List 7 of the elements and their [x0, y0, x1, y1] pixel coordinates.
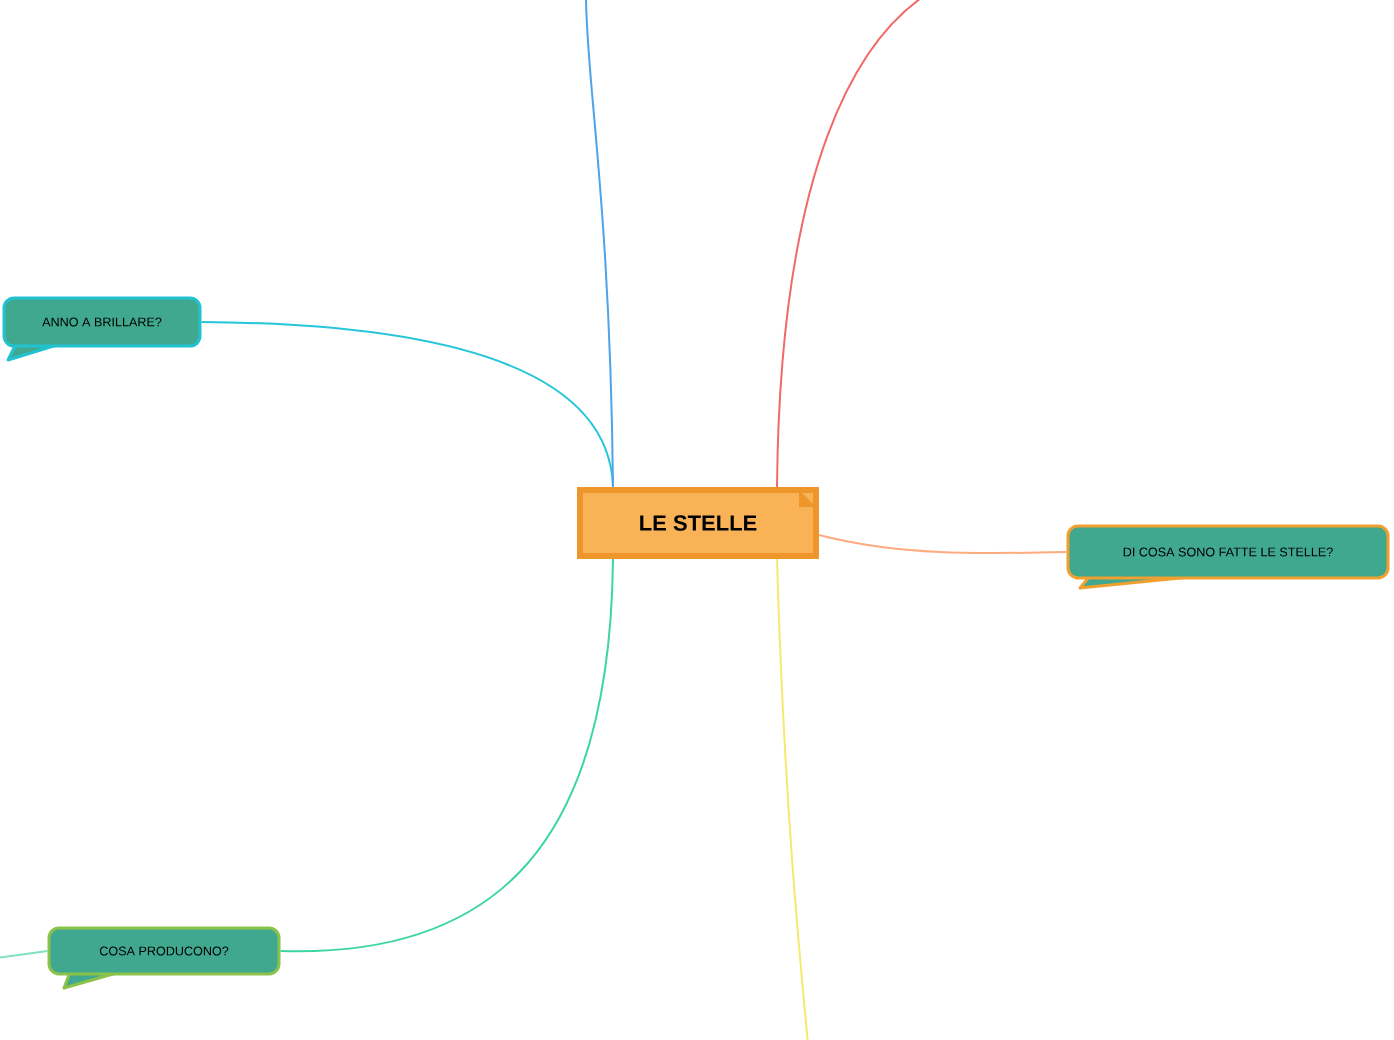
- branch-line: [776, 0, 925, 488]
- branch-line: [279, 558, 614, 952]
- branch-line: [0, 950, 49, 959]
- branch-line: [585, 0, 614, 488]
- branch-line: [776, 558, 809, 1040]
- topic-box: LE STELLE: [577, 487, 819, 559]
- branch-line: [818, 534, 1068, 555]
